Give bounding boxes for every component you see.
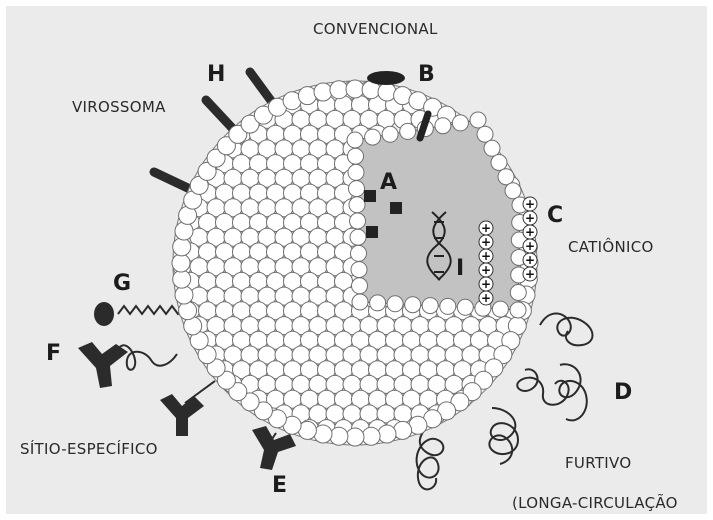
lipid-bead: [378, 83, 396, 101]
lipid-bead: [348, 164, 364, 180]
lipid-bead: [362, 427, 380, 445]
plus-charge-icon: +: [525, 211, 535, 225]
lipid-bead: [510, 302, 526, 318]
lipid-bead: [394, 421, 412, 439]
plus-charge-icon: +: [481, 291, 491, 305]
lipid-bead: [510, 285, 526, 301]
lipid-bead: [365, 129, 381, 145]
lipid-bead: [351, 245, 367, 261]
lipid-bead: [298, 87, 316, 105]
lipid-bead: [452, 115, 468, 131]
lipid-bead: [505, 183, 521, 199]
label-cationico: CATIÔNICO: [568, 240, 654, 255]
lipid-bead: [330, 81, 348, 99]
plus-charge-icon: +: [525, 197, 535, 211]
label-virossoma: VIROSSOMA: [72, 100, 166, 115]
lipid-bead: [405, 297, 421, 313]
lipid-bead: [470, 112, 486, 128]
lipid-bead: [314, 425, 332, 443]
lipid-bead: [173, 270, 191, 288]
label-convencional: CONVENCIONAL: [313, 22, 438, 37]
membrane-protein-b: [367, 71, 405, 85]
lipid-bead: [352, 278, 368, 294]
letter-i: I: [456, 258, 464, 280]
lipid-bead: [370, 295, 386, 311]
ligand-g-head: [94, 302, 114, 326]
lipid-bead: [348, 148, 364, 164]
lipid-bead: [347, 132, 363, 148]
lipid-bead: [349, 197, 365, 213]
lipid-bead: [314, 83, 332, 101]
lipid-bead: [491, 155, 507, 171]
lipid-bead: [349, 181, 365, 197]
letter-g: G: [113, 273, 131, 295]
lipid-bead: [346, 80, 364, 98]
letter-e: E: [272, 475, 287, 497]
lipid-bead: [435, 118, 451, 134]
plus-charge-icon: +: [525, 239, 535, 253]
lipid-bead: [382, 126, 398, 142]
lipid-bead: [172, 254, 190, 272]
lipid-bead: [484, 140, 500, 156]
lipid-bead: [330, 427, 348, 445]
lipid-bead: [498, 169, 514, 185]
letter-f: F: [46, 343, 61, 365]
lipid-bead: [352, 294, 368, 310]
lipid-bead: [346, 428, 364, 446]
lipid-bead: [477, 126, 493, 142]
lipid-bead: [457, 299, 473, 315]
lipid-bead: [440, 298, 456, 314]
letter-c: C: [547, 205, 563, 227]
lipid-bead: [400, 123, 416, 139]
label-furtivo: FURTIVO: [565, 456, 631, 471]
plus-charge-icon: +: [481, 263, 491, 277]
letter-h: H: [207, 64, 225, 86]
lipid-bead: [350, 229, 366, 245]
lipid-bead: [351, 262, 367, 278]
plus-charge-icon: +: [481, 221, 491, 235]
lipid-bead: [175, 286, 193, 304]
lipid-bead: [387, 296, 403, 312]
plus-charge-icon: +: [481, 235, 491, 249]
lipid-bead: [173, 238, 191, 256]
lipid-bead: [350, 213, 366, 229]
label-longa-circulacao: (LONGA-CIRCULAÇÃO: [512, 496, 678, 511]
plus-charge-icon: +: [481, 277, 491, 291]
lipid-bead: [175, 222, 193, 240]
plus-charge-icon: +: [525, 225, 535, 239]
letter-b: B: [418, 64, 435, 86]
letter-a: A: [380, 172, 397, 194]
letter-d: D: [614, 382, 632, 404]
lipid-bead: [492, 301, 508, 317]
lipid-bead: [179, 302, 197, 320]
lipid-bead: [422, 298, 438, 314]
plus-charge-icon: +: [481, 249, 491, 263]
plus-charge-icon: +: [525, 253, 535, 267]
plus-charge-icon: +: [525, 267, 535, 281]
label-sitio-especifico: SÍTIO-ESPECÍFICO: [20, 442, 158, 457]
lipid-bead: [378, 425, 396, 443]
